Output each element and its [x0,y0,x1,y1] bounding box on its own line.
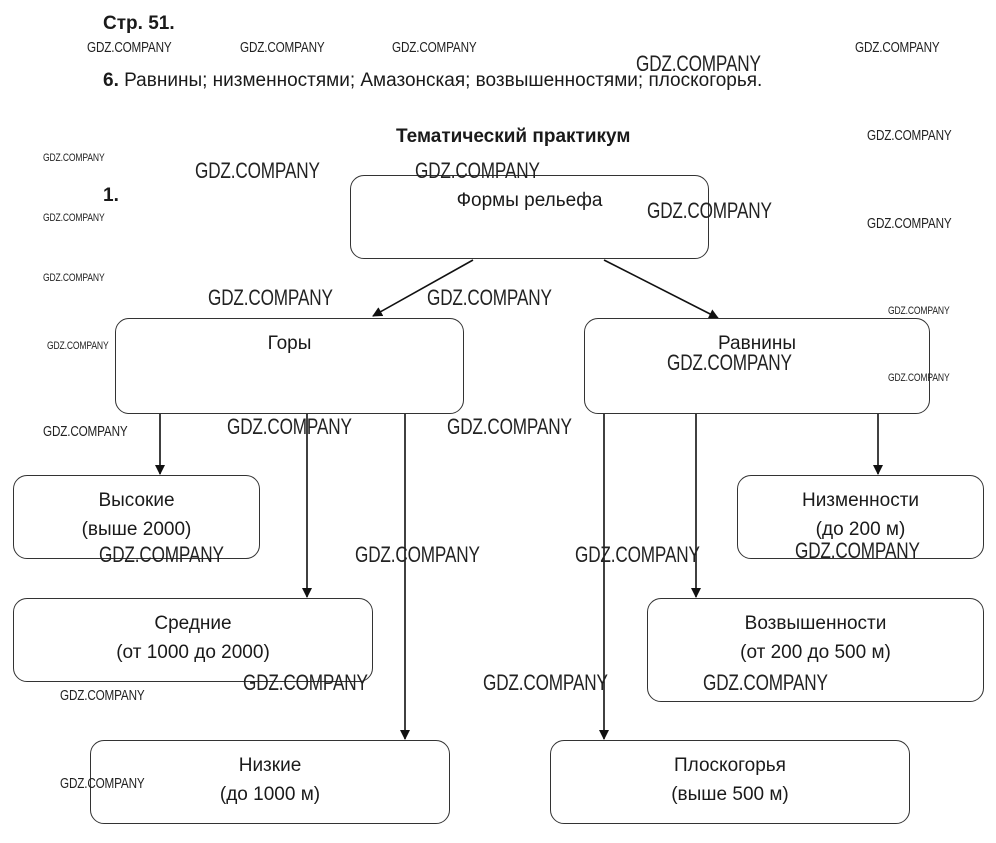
watermark: GDZ.COMPANY [99,542,224,567]
watermark: GDZ.COMPANY [888,305,950,317]
node-uplands: Возвышенности (от 200 до 500 м) [647,598,984,702]
watermark: GDZ.COMPANY [667,350,792,375]
node-plains-label: Равнины [718,333,796,354]
watermark: GDZ.COMPANY [87,39,172,56]
node-relief-forms-label: Формы рельефа [456,190,603,211]
task-number: 1. [103,185,119,206]
node-plateaus-title: Плоскогорья [674,755,786,776]
watermark: GDZ.COMPANY [647,198,772,223]
watermark: GDZ.COMPANY [47,340,109,352]
watermark: GDZ.COMPANY [43,423,128,440]
watermark: GDZ.COMPANY [415,158,540,183]
node-high-mountains: Высокие (выше 2000) [13,475,260,559]
node-high-mountains-title: Высокие [98,490,175,511]
watermark: GDZ.COMPANY [636,51,761,76]
node-lowlands-range: (до 200 м) [815,519,906,540]
watermark: GDZ.COMPANY [888,372,950,384]
watermark: GDZ.COMPANY [855,39,940,56]
arrow-root-to-plains [603,259,719,319]
node-mountains: Горы [115,318,464,414]
node-high-mountains-range: (выше 2000) [81,519,192,540]
watermark: GDZ.COMPANY [240,39,325,56]
node-lowlands: Низменности (до 200 м) [737,475,984,559]
node-low-mountains-range: (до 1000 м) [219,784,321,805]
section-title: Тематический практикум [396,126,631,147]
node-medium-mountains: Средние (от 1000 до 2000) [13,598,373,682]
watermark: GDZ.COMPANY [703,670,828,695]
node-low-mountains: Низкие (до 1000 м) [90,740,450,824]
watermark: GDZ.COMPANY [392,39,477,56]
watermark: GDZ.COMPANY [195,158,320,183]
node-uplands-range: (от 200 до 500 м) [740,642,891,663]
node-plateaus: Плоскогорья (выше 500 м) [550,740,910,824]
node-plateaus-range: (выше 500 м) [671,784,789,805]
answer-text: Равнины; низменностями; Амазонская; возв… [124,70,763,91]
watermark: GDZ.COMPANY [867,127,952,144]
node-uplands-title: Возвышенности [744,613,887,634]
watermark: GDZ.COMPANY [427,285,552,310]
watermark: GDZ.COMPANY [60,775,145,792]
node-medium-mountains-title: Средние [154,613,232,634]
watermark: GDZ.COMPANY [208,285,333,310]
node-medium-mountains-range: (от 1000 до 2000) [116,642,270,663]
node-relief-forms: Формы рельефа [350,175,709,259]
answer-line: 6. Равнины; низменностями; Амазонская; в… [103,70,762,92]
answer-number: 6. [103,70,119,91]
watermark: GDZ.COMPANY [447,414,572,439]
watermark: GDZ.COMPANY [867,215,952,232]
arrow-root-to-mountains [372,259,474,317]
node-lowlands-title: Низменности [801,490,920,511]
watermark: GDZ.COMPANY [43,212,105,224]
page-label: Стр. 51. [103,13,175,34]
node-mountains-label: Горы [267,333,312,354]
watermark: GDZ.COMPANY [575,542,700,567]
watermark: GDZ.COMPANY [355,542,480,567]
watermark: GDZ.COMPANY [243,670,368,695]
watermark: GDZ.COMPANY [227,414,352,439]
watermark: GDZ.COMPANY [483,670,608,695]
watermark: GDZ.COMPANY [43,152,105,164]
watermark: GDZ.COMPANY [60,687,145,704]
watermark: GDZ.COMPANY [795,538,920,563]
node-low-mountains-title: Низкие [238,755,302,776]
node-plains: Равнины [584,318,930,414]
watermark: GDZ.COMPANY [43,272,105,284]
